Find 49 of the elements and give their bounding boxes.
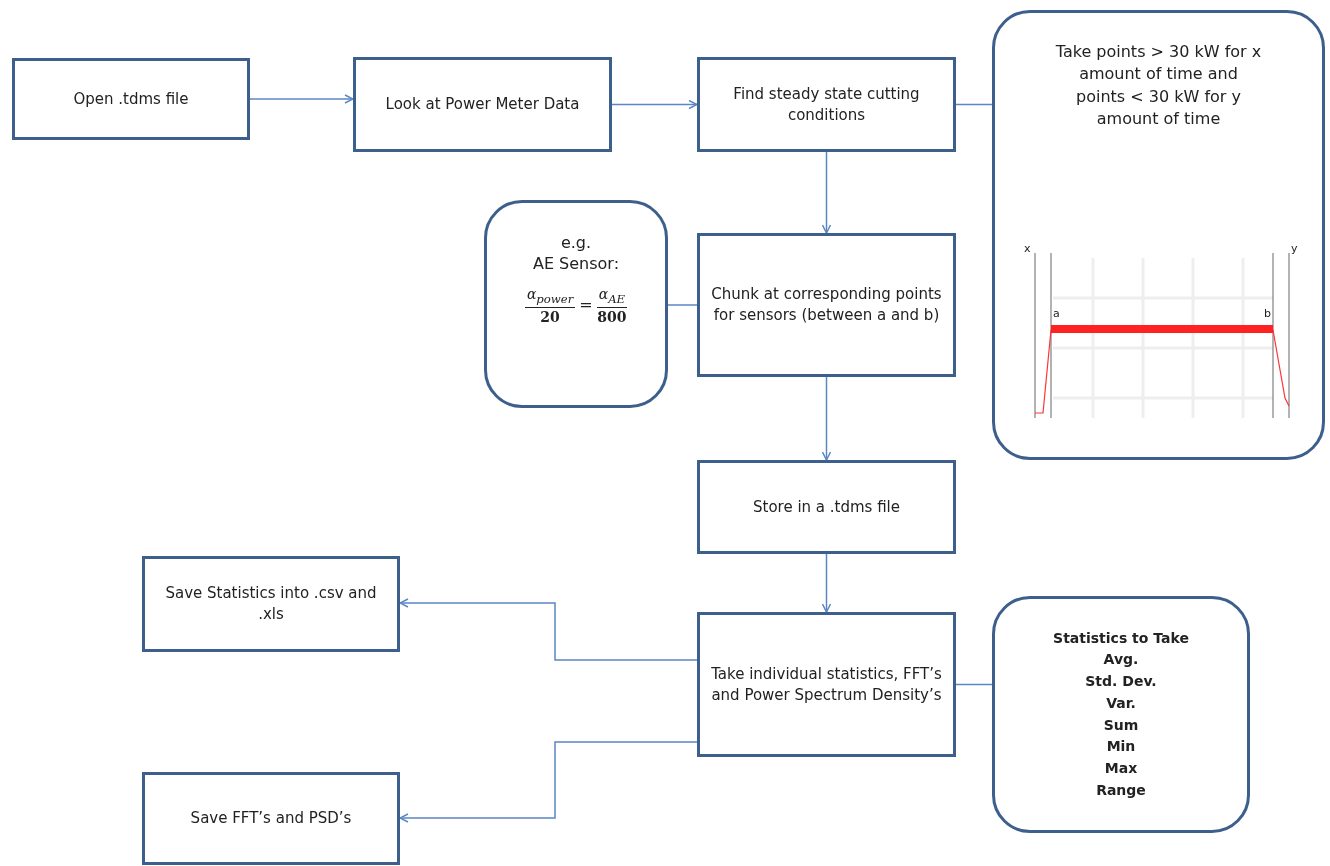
chart-label: a: [1053, 306, 1060, 322]
box-text: Store in a .tdms file: [753, 496, 900, 518]
arrow: [821, 151, 832, 234]
box-text: Look at Power Meter Data: [385, 94, 580, 115]
box-text: Save FFT’s and PSD’s: [190, 808, 352, 829]
process-box: [12, 58, 250, 140]
process-box: [142, 556, 400, 652]
list-item: Max: [1104, 758, 1138, 778]
process-box: [142, 772, 400, 865]
list-item: Sum: [1103, 715, 1139, 735]
arrow: [821, 376, 832, 461]
note-box: [484, 200, 668, 408]
arrow: [399, 598, 698, 661]
formula-denominator: 20: [540, 307, 560, 326]
list-item: Avg.: [1103, 650, 1139, 670]
arrow: [611, 99, 698, 110]
list-item: Std. Dev.: [1085, 672, 1157, 692]
arrow: [399, 741, 698, 823]
process-box: [697, 233, 956, 377]
arrow: [821, 553, 832, 613]
chart-label: y: [1291, 241, 1298, 257]
list-item: Range: [1096, 780, 1146, 800]
box-text: Take points > 30 kW for x amount of time and points < 30 kW for y amount of time: [1055, 41, 1262, 131]
box-text: Chunk at corresponding points for sensors (between a and b): [710, 284, 943, 326]
chart-label: b: [1264, 306, 1271, 322]
process-box: [697, 57, 956, 152]
process-box: [353, 57, 612, 152]
list-item: Var.: [1106, 693, 1136, 713]
connector-line: [667, 304, 698, 306]
connector-line: [955, 683, 993, 686]
arrow: [249, 94, 354, 104]
box-text: Save Statistics into .csv and .xls: [164, 583, 378, 625]
list-item: Min: [1106, 737, 1136, 757]
connector-line: [955, 103, 993, 106]
box-text: Take individual statistics, FFT’s and Power Spectrum Density’s: [710, 663, 943, 706]
note-text: e.g.: [560, 233, 592, 254]
process-box: [697, 460, 956, 554]
note-text: AE Sensor:: [532, 253, 620, 275]
process-box: [697, 612, 956, 757]
box-text: Find steady state cutting conditions: [732, 83, 921, 126]
formula-numerator: α$_{power}$: [524, 284, 576, 308]
formula-numerator: α$_{AE}$: [596, 284, 628, 308]
note-box: [992, 10, 1325, 460]
note-box: [992, 596, 1250, 833]
box-text: Statistics to Take: [1053, 628, 1189, 648]
box-text: Open .tdms file: [73, 88, 189, 110]
formula-denominator: 800: [597, 307, 627, 326]
chart-label: x: [1024, 241, 1031, 257]
equals-sign: =: [579, 294, 593, 316]
